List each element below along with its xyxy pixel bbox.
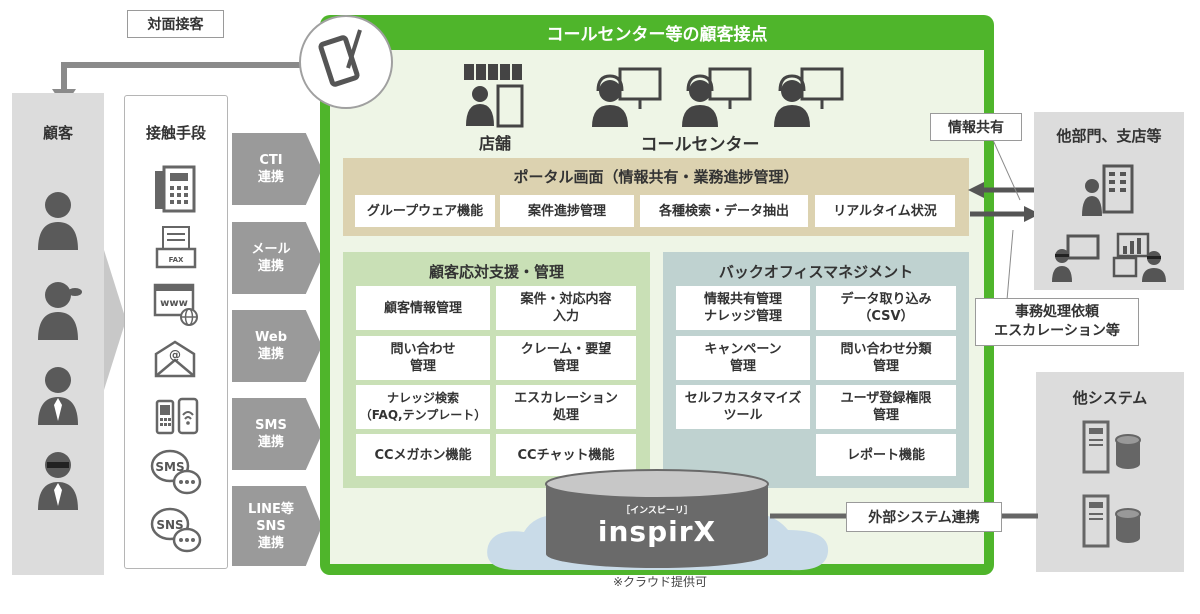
headset-operator-icon-1 xyxy=(592,67,662,127)
backoffice-item: 問い合わせ分類 管理 xyxy=(816,336,956,380)
store-label: 店舗 xyxy=(478,134,511,153)
portal-title: ポータル画面（情報共有・業務進捗管理） xyxy=(513,168,799,186)
sms-icon: SMS xyxy=(150,449,202,495)
back-office-title: バックオフィスマネジメント xyxy=(718,263,914,281)
info-share-arrows xyxy=(968,182,1040,222)
customer-support-title: 顧客応対支援・管理 xyxy=(428,263,564,281)
face-to-face-label: 対面接客 xyxy=(127,10,224,38)
product-name: inspirX xyxy=(597,515,717,548)
svg-text:@: @ xyxy=(169,348,181,362)
support-item: クレーム・要望 管理 xyxy=(496,336,636,380)
channel-arrow-sns: LINE等 SNS 連携 xyxy=(232,486,322,566)
portal-item: 案件進捗管理 xyxy=(500,195,634,227)
server-icon-2 xyxy=(1082,494,1141,548)
chart-board-icon xyxy=(1112,232,1166,282)
portal-item: グループウェア機能 xyxy=(355,195,495,227)
customer-person-icon-1 xyxy=(38,192,78,250)
callout-leaders xyxy=(992,140,1021,300)
phone-fax-icon xyxy=(155,165,196,213)
contact-center-title: コールセンター等の顧客接点 xyxy=(546,25,768,45)
product-ruby: ［インスピーリ］ xyxy=(621,506,693,516)
office-building-icon xyxy=(1082,164,1134,216)
channel-arrow-cti: CTI 連携 xyxy=(232,133,322,205)
other-dept-title: 他部門、支店等 xyxy=(1056,127,1162,145)
support-item: CCチャット機能 xyxy=(496,434,636,476)
tablet-icon xyxy=(299,15,393,109)
customer-person-icon-3 xyxy=(38,367,78,425)
escalation-callout: 事務処理依頼 エスカレーション等 xyxy=(975,298,1139,346)
customer-person-icon-4 xyxy=(38,452,78,510)
svg-text:www: www xyxy=(160,298,188,309)
support-item: エスカレーション 処理 xyxy=(496,385,636,429)
store-icon xyxy=(464,64,524,128)
support-item: 案件・対応内容 入力 xyxy=(496,286,636,330)
other-system-column xyxy=(1036,372,1184,572)
backoffice-item: セルフカスタマイズ ツール xyxy=(676,385,810,429)
channel-arrow-mail: メール 連携 xyxy=(232,222,322,294)
server-icon-1 xyxy=(1082,420,1141,474)
support-item: CCメガホン機能 xyxy=(356,434,490,476)
callcenter-label: コールセンター xyxy=(640,135,760,155)
fax-label: FAX xyxy=(168,256,184,264)
info-share-callout: 情報共有 xyxy=(930,113,1022,141)
support-item: 顧客情報管理 xyxy=(356,286,490,330)
customer-person-icon-2 xyxy=(38,282,82,340)
backoffice-item: レポート機能 xyxy=(816,434,956,476)
svg-text:SNS: SNS xyxy=(156,518,183,532)
backoffice-item: 情報共有管理 ナレッジ管理 xyxy=(676,286,810,330)
channel-arrow-web: Web 連携 xyxy=(232,310,322,382)
svg-text:SMS: SMS xyxy=(155,460,184,474)
cloud-note: ※クラウド提供可 xyxy=(612,575,708,589)
sns-icon: SNS xyxy=(150,507,202,553)
channel-arrow-sms: SMS 連携 xyxy=(232,398,322,470)
database-cylinder xyxy=(545,469,769,568)
meeting-icon-1 xyxy=(1052,234,1100,282)
backoffice-item: キャンペーン 管理 xyxy=(676,336,810,380)
headset-operator-icon-3 xyxy=(774,67,844,127)
mobile-icon xyxy=(155,397,199,435)
www-icon: www xyxy=(153,283,198,326)
fax-icon xyxy=(155,226,197,269)
backoffice-item: ユーザ登録権限 管理 xyxy=(816,385,956,429)
external-system-callout: 外部システム連携 xyxy=(846,502,1002,532)
customer-title: 顧客 xyxy=(42,124,73,142)
support-item: 問い合わせ 管理 xyxy=(356,336,490,380)
contact-title: 接触手段 xyxy=(145,124,206,142)
customer-contact-arrow xyxy=(104,250,126,390)
other-system-title: 他システム xyxy=(1072,389,1148,407)
email-icon: @ xyxy=(154,340,196,378)
headset-operator-icon-2 xyxy=(682,67,752,127)
support-item: ナレッジ検索 （FAQ,テンプレート） xyxy=(356,385,490,429)
portal-item: 各種検索・データ抽出 xyxy=(640,195,808,227)
backoffice-item: データ取り込み （CSV） xyxy=(816,286,956,330)
portal-item: リアルタイム状況 xyxy=(815,195,955,227)
